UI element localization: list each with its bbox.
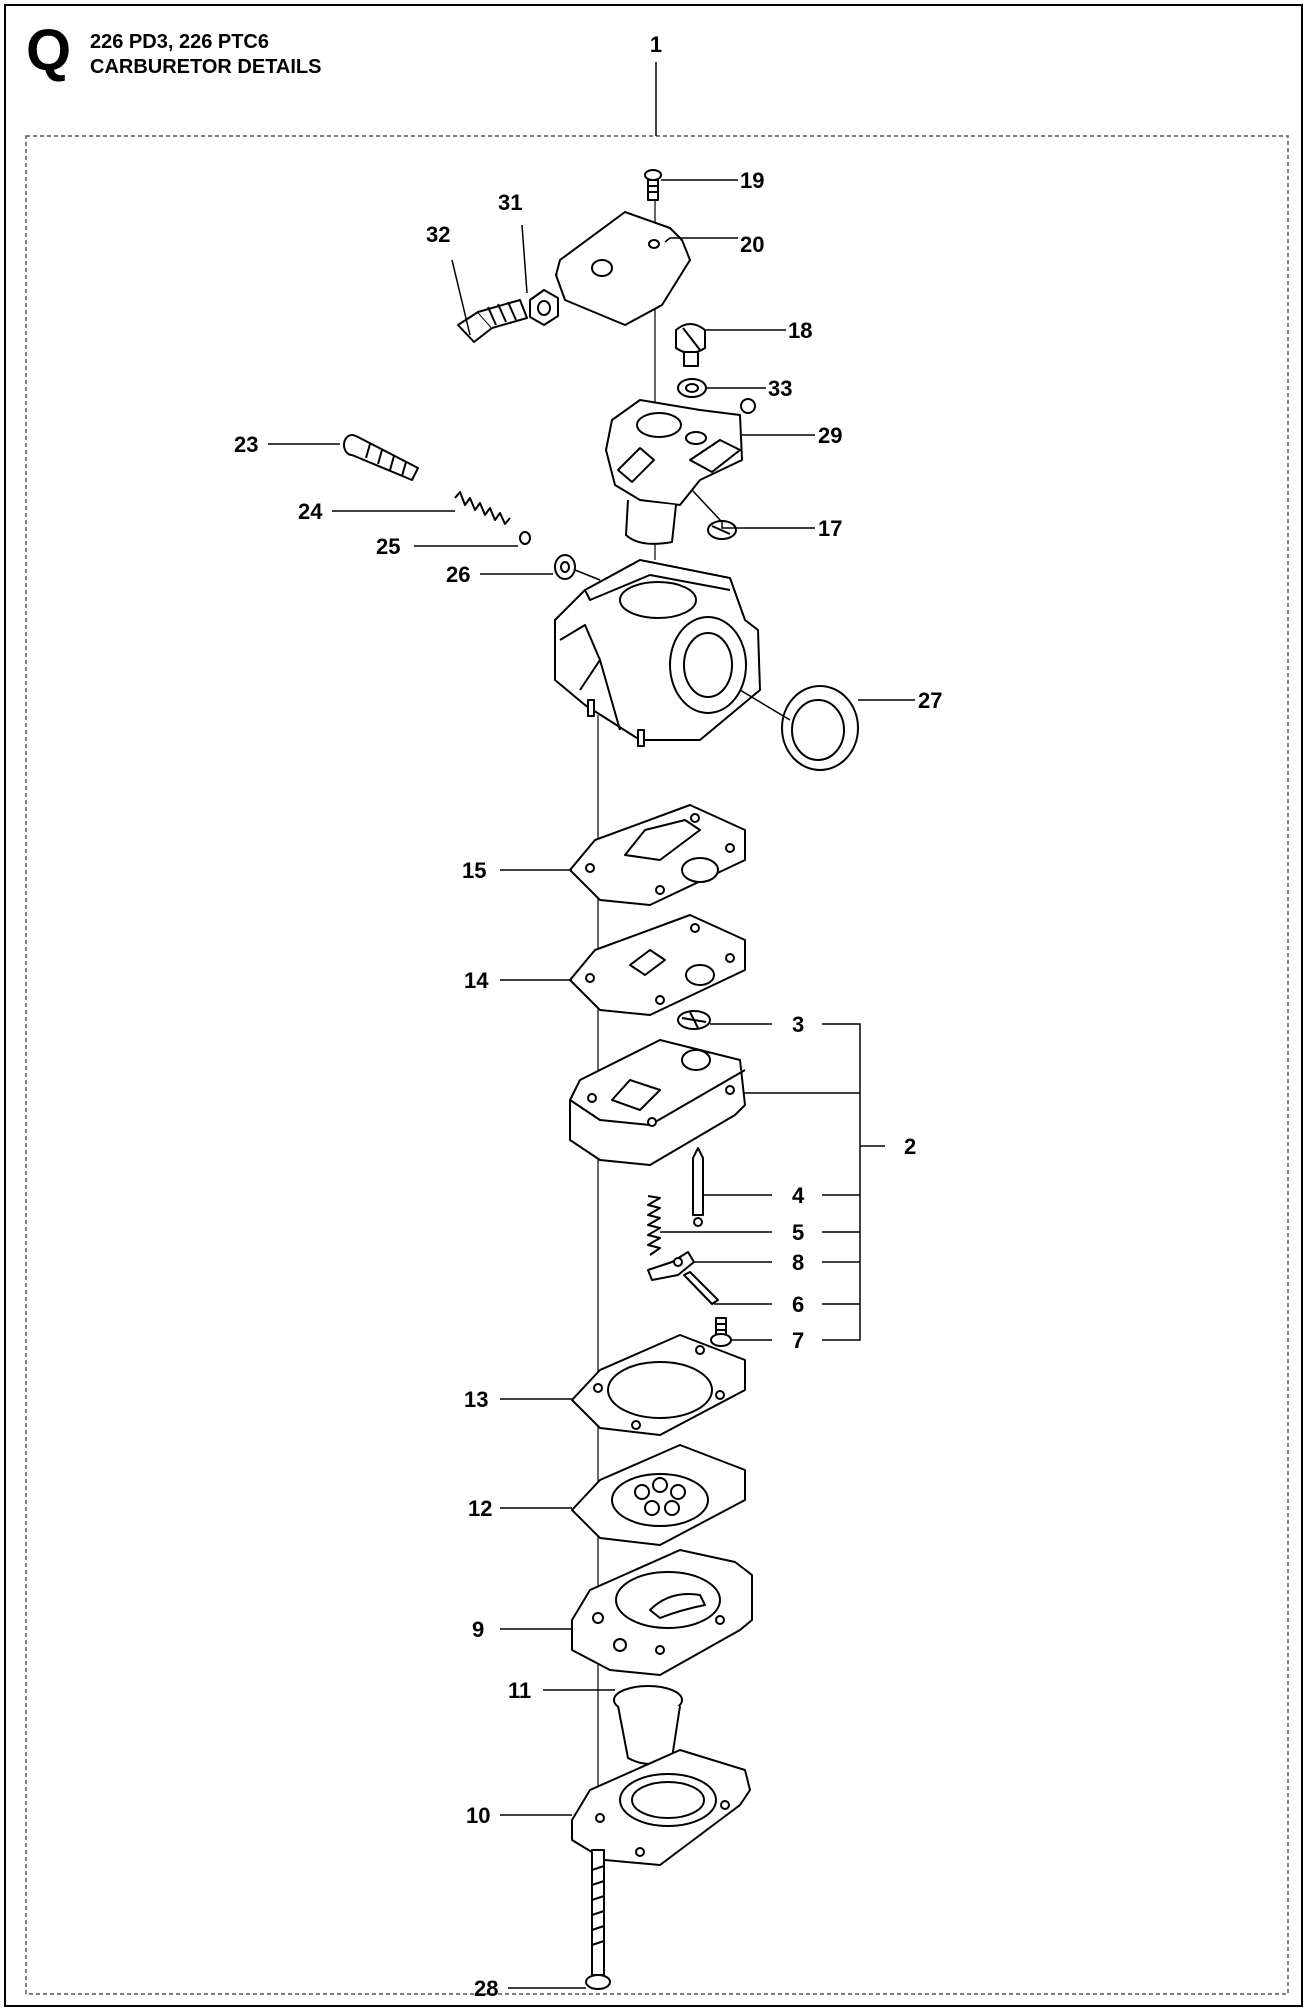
- diaphragm-part-12: [571, 1444, 746, 1546]
- cup-part-11: [613, 1685, 683, 1765]
- washer-part-26: [554, 554, 576, 580]
- idle-screw-part-23: [343, 434, 419, 481]
- needle-part-4: [692, 1147, 704, 1227]
- gasket-part-15: [569, 804, 746, 906]
- callout-12: 12: [468, 1496, 492, 1521]
- callout-26: 26: [446, 562, 470, 587]
- callout-29: 29: [818, 423, 842, 448]
- spring-part-24: [454, 491, 511, 525]
- callout-2: 2: [904, 1134, 916, 1159]
- callout-3: 3: [792, 1012, 804, 1037]
- callout-5: 5: [792, 1220, 804, 1245]
- callout-24: 24: [298, 499, 323, 524]
- callout-28: 28: [474, 1976, 498, 2001]
- callout-23: 23: [234, 432, 258, 457]
- adjusting-screw-part-32: [457, 299, 528, 343]
- callout-11: 11: [508, 1678, 531, 1703]
- callout-19: 19: [740, 168, 764, 193]
- callout-13: 13: [464, 1387, 488, 1412]
- nut-part-31: [529, 289, 559, 326]
- filter-screen-part-3: [677, 1010, 711, 1030]
- washer-part-33: [677, 378, 707, 398]
- seal-part-27: [781, 685, 859, 771]
- callout-20: 20: [740, 232, 764, 257]
- callout-6: 6: [792, 1292, 804, 1317]
- callout-27: 27: [918, 688, 942, 713]
- page-title: CARBURETOR DETAILS: [90, 56, 322, 78]
- callout-14: 14: [464, 968, 489, 993]
- screw-part-28: [585, 1849, 611, 1990]
- spring-part-5: [647, 1195, 661, 1256]
- callout-9: 9: [472, 1617, 484, 1642]
- model-numbers: 226 PD3, 226 PTC6: [90, 31, 269, 53]
- callout-31: 31: [498, 190, 522, 215]
- callout-15: 15: [462, 858, 486, 883]
- page-frame: [4, 4, 1303, 2007]
- callout-17: 17: [818, 516, 842, 541]
- pump-body-part-9: [571, 1549, 753, 1676]
- o-ring-part-25: [519, 531, 531, 545]
- pin-part-6: [683, 1271, 719, 1305]
- callout-7: 7: [792, 1328, 804, 1353]
- callout-4: 4: [792, 1183, 805, 1208]
- assembly-boundary: [25, 135, 1289, 1995]
- callout-10: 10: [466, 1803, 490, 1828]
- callout-32: 32: [426, 222, 450, 247]
- section-letter: Q: [26, 18, 72, 83]
- carburetor-body: [554, 559, 761, 747]
- callout-33: 33: [768, 376, 792, 401]
- screw-part-19: [644, 169, 662, 201]
- leader-lines: [268, 179, 915, 1989]
- screw-part-7: [710, 1317, 732, 1347]
- gasket-part-13: [571, 1334, 746, 1436]
- assembly-label: 1: [650, 32, 662, 57]
- callout-8: 8: [792, 1250, 804, 1275]
- metering-cover: [569, 1039, 746, 1166]
- cover-part-10: [571, 1749, 751, 1866]
- bracket-part-20: [555, 211, 691, 326]
- callout-25: 25: [376, 534, 400, 559]
- plug-part-18: [675, 323, 706, 367]
- throttle-body-part-29: [605, 398, 756, 545]
- gasket-part-14: [569, 914, 746, 1016]
- callout-18: 18: [788, 318, 812, 343]
